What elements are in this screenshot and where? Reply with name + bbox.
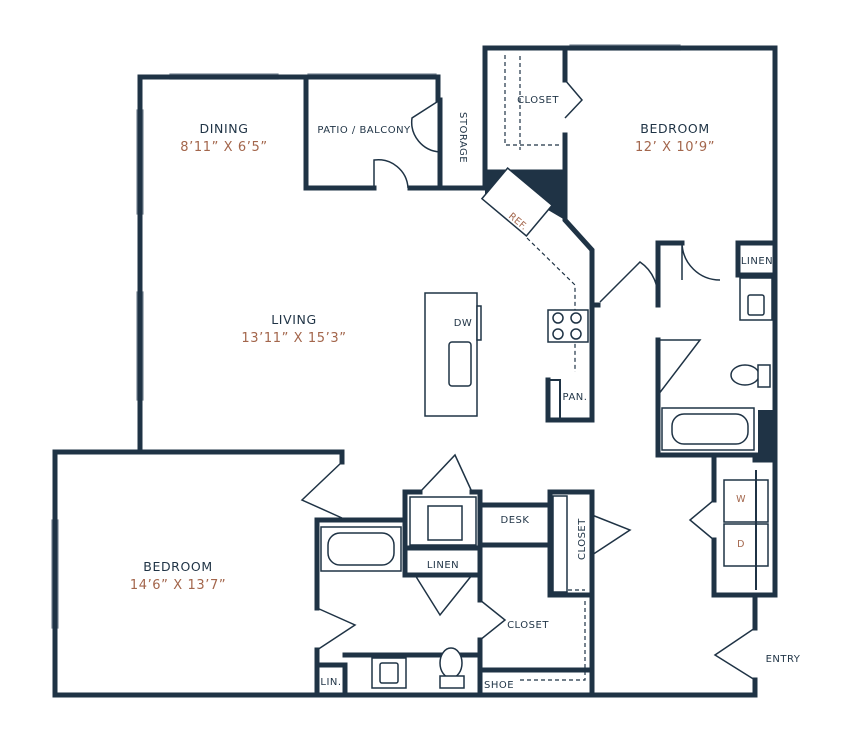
closet-bottom-label: CLOSET (507, 620, 549, 631)
toilet-tank-right (757, 364, 771, 388)
linen-right-door (681, 242, 721, 281)
toilet-tank-left (439, 675, 465, 689)
shower-door (419, 453, 473, 493)
toilet-left (439, 647, 463, 679)
wall (752, 457, 778, 598)
wall (303, 74, 441, 103)
pantry-wall (548, 379, 561, 420)
patio-door (373, 158, 409, 189)
entry-label: ENTRY (766, 654, 801, 665)
bedroom-right-name: BEDROOM (640, 121, 709, 136)
closet-dash (504, 55, 560, 146)
wall (52, 449, 595, 698)
toilet-right (730, 364, 760, 386)
burner (570, 328, 582, 340)
kitchen (424, 166, 589, 420)
closet-top-label: CLOSET (517, 95, 559, 106)
bath-left-door (316, 607, 357, 651)
dw-label: DW (454, 318, 473, 329)
closet-b-dash (520, 600, 586, 681)
washer-label: W (736, 494, 746, 505)
bedroom-right-size: 12’ X 10’9” (635, 140, 715, 155)
washer (723, 479, 769, 523)
laundry-door (688, 499, 715, 541)
wall (482, 132, 568, 175)
pantry-label: PAN. (563, 392, 588, 403)
sink-left (379, 662, 399, 684)
bath-solid (758, 410, 775, 458)
linen-mid-door (414, 574, 473, 617)
wall (437, 45, 488, 191)
bath-left (320, 495, 568, 689)
linen-mid-label: LINEN (427, 560, 459, 571)
living-size: 13’11” X 15’3” (241, 331, 346, 346)
closet-vertical-label: CLOSET (577, 518, 588, 560)
wall (735, 240, 778, 278)
closet-bottom-door (479, 599, 507, 641)
bedroom-right-door (599, 261, 659, 303)
patio-name: PATIO / BALCONY (317, 125, 411, 136)
island-edge (476, 305, 482, 341)
wall (314, 517, 553, 578)
desk-label: DESK (501, 515, 530, 526)
bath-right (661, 277, 773, 451)
storage-door (410, 99, 441, 153)
wall (547, 489, 595, 698)
room-labels: DINING 8’11” X 6’5” PATIO / BALCONY STOR… (130, 95, 801, 691)
storage-label: STORAGE (457, 112, 468, 163)
wall (314, 662, 348, 698)
bedroom-left-door (300, 461, 343, 519)
wall (545, 302, 595, 423)
wall (655, 337, 778, 458)
doors (300, 79, 756, 681)
linen-right-label: LINEN (741, 256, 773, 267)
wall (711, 537, 758, 598)
burner (570, 312, 582, 324)
dining-size: 8’11” X 6’5” (180, 140, 267, 155)
bedroom-left-size: 14’6” X 13’7” (130, 578, 226, 593)
island-sink (448, 341, 472, 387)
wall (482, 45, 778, 463)
sink-right (747, 294, 765, 316)
wall (589, 677, 758, 698)
shoe-label: SHOE (484, 680, 514, 691)
lin-label: LIN. (320, 677, 341, 688)
entry-door (713, 627, 756, 681)
closet-top-door (564, 79, 584, 119)
tub-basin-right (671, 413, 749, 445)
dining-name: DINING (200, 121, 249, 136)
refrigerator (480, 166, 554, 238)
bath-right-door (657, 339, 702, 396)
bedroom-left-name: BEDROOM (143, 559, 212, 574)
living-name: LIVING (271, 312, 317, 327)
tub-basin-left (327, 532, 395, 566)
shower-pan (427, 505, 463, 541)
wall (303, 74, 377, 191)
counter-dash (526, 237, 576, 372)
closet-shelf (552, 495, 568, 593)
dryer-label: D (737, 539, 745, 550)
burner (552, 328, 564, 340)
burner (552, 312, 564, 324)
laundry (723, 470, 769, 590)
wall (52, 449, 345, 465)
dryer (723, 523, 769, 567)
wall (562, 169, 595, 308)
closet-v-door (591, 514, 632, 556)
